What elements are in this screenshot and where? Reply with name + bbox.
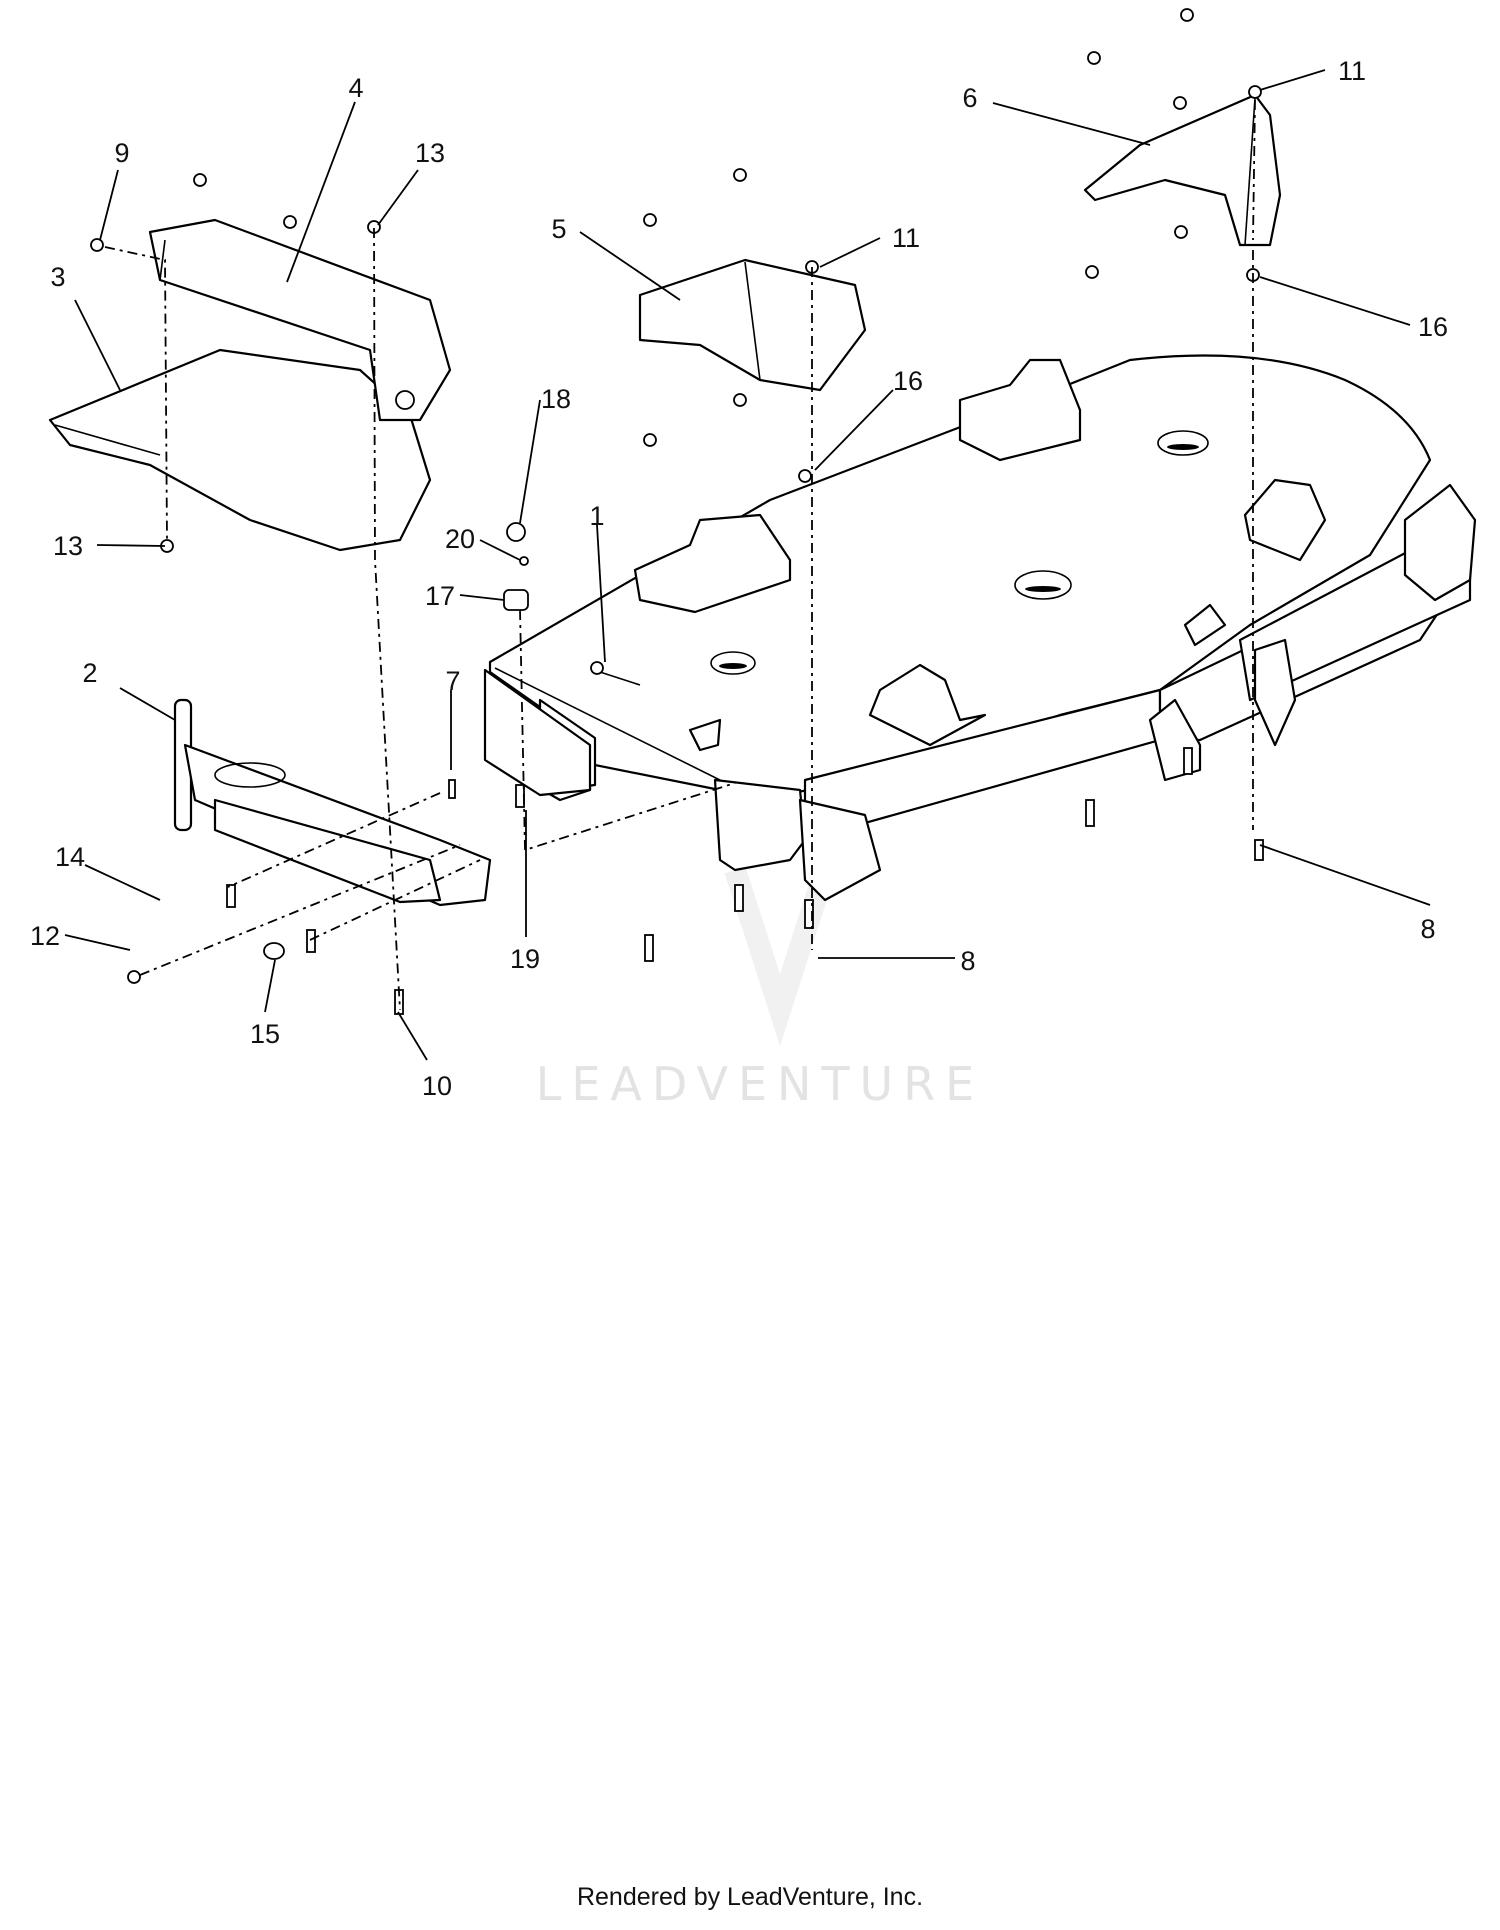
callout-20: 20 [445, 524, 475, 554]
baffle-6 [1083, 93, 1282, 247]
callout-16b: 16 [1418, 312, 1448, 342]
callout-13a: 13 [415, 138, 445, 168]
footer-credit: Rendered by LeadVenture, Inc. [577, 1883, 923, 1911]
callout-12: 12 [30, 921, 60, 951]
leader-lines [64, 69, 1431, 1061]
callout-15: 15 [250, 1019, 280, 1049]
callouts: 1 2 3 4 5 6 7 8 8 9 10 11 11 12 13 13 14… [30, 56, 1448, 1101]
chute-3 [48, 348, 432, 552]
callout-13b: 13 [53, 531, 83, 561]
callout-11b: 11 [1338, 56, 1366, 86]
baffle-5 [638, 258, 867, 392]
callout-14: 14 [55, 842, 85, 872]
bracket-19 [483, 668, 592, 797]
handle-2 [173, 698, 492, 907]
callout-8a: 8 [1420, 914, 1435, 944]
callout-7: 7 [445, 666, 460, 696]
callout-5: 5 [551, 214, 566, 244]
callout-11a: 11 [892, 223, 920, 253]
callout-6: 6 [962, 83, 977, 113]
assembly-lines [104, 99, 1256, 1011]
hardware [90, 8, 1264, 1015]
callout-3: 3 [50, 262, 65, 292]
watermark-text: LEADVENTURE [536, 1057, 985, 1111]
mower-deck [488, 354, 1477, 902]
callout-10: 10 [422, 1071, 452, 1101]
callout-17: 17 [425, 581, 455, 611]
callout-2: 2 [82, 658, 97, 688]
callout-9: 9 [114, 138, 129, 168]
callout-16a: 16 [893, 366, 923, 396]
callout-8b: 8 [960, 946, 975, 976]
callout-18: 18 [541, 384, 571, 414]
callout-19: 19 [510, 944, 540, 974]
callout-1: 1 [589, 501, 604, 531]
callout-4: 4 [348, 73, 363, 103]
